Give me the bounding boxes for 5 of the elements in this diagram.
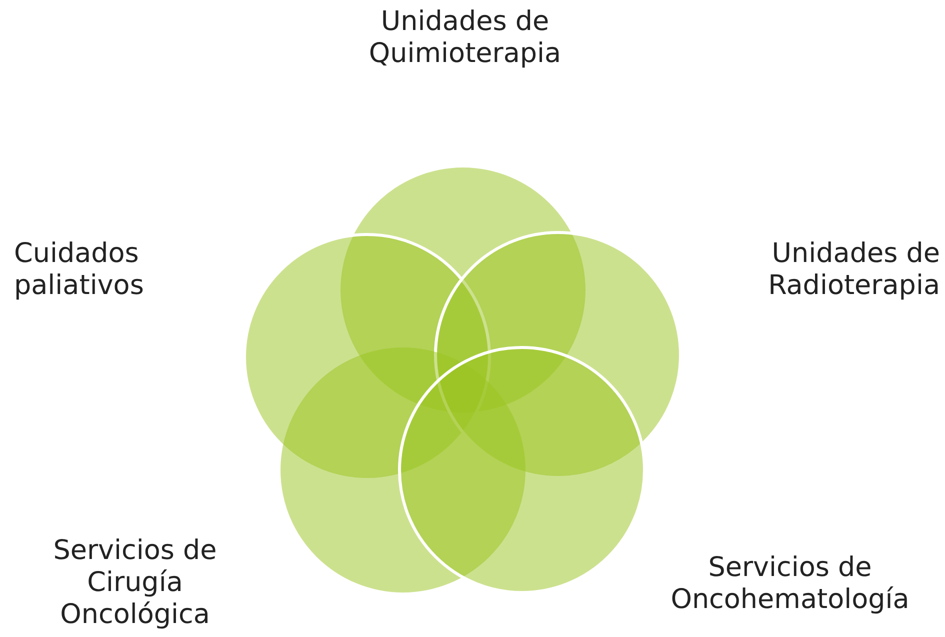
circle-label: Servicios de Cirugía Oncológica xyxy=(52,535,218,631)
circle-label: Cuidados paliativos xyxy=(14,238,145,302)
circle-label: Unidades de Quimioterapia xyxy=(368,6,562,70)
circle-label: Unidades de Radioterapia xyxy=(767,238,940,302)
circle-label: Servicios de Oncohematología xyxy=(670,552,910,616)
